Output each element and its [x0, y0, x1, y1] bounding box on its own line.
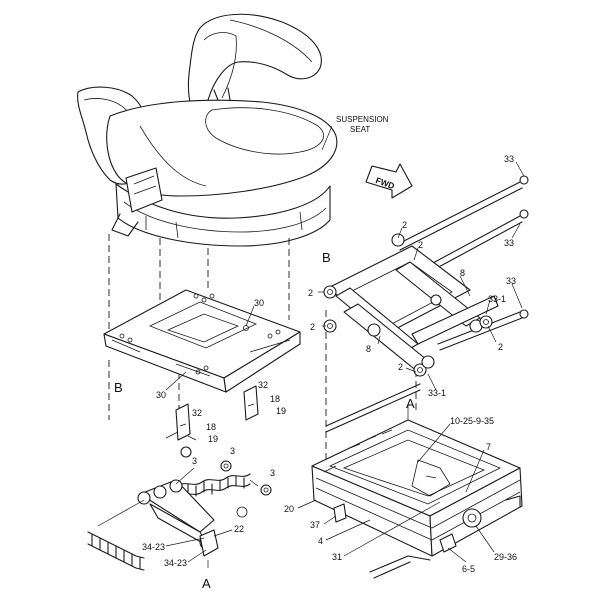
callout-29-36: 29-36	[494, 552, 517, 562]
callout-33-1: 33-1	[428, 388, 446, 398]
caption-seat: SEAT	[350, 125, 370, 134]
spring-link-assembly	[87, 446, 272, 571]
callout-3: 3	[230, 446, 235, 456]
callout-30: 30	[254, 298, 264, 308]
callout-3: 3	[270, 468, 275, 478]
callout-20: 20	[284, 504, 294, 514]
callout-10-25-9-35: 10-25-9-35	[450, 416, 494, 426]
callout-8: 8	[366, 344, 371, 354]
callout-7: 7	[486, 442, 491, 452]
callout-2: 2	[418, 240, 423, 250]
callout-18: 18	[270, 394, 280, 404]
caption-suspension: SUSPENSION	[336, 115, 389, 124]
callout-37: 37	[310, 520, 320, 530]
forward-direction-arrow: FWD	[365, 163, 413, 199]
seat-cushion-assembly	[77, 13, 338, 247]
callout-2: 2	[308, 288, 313, 298]
callout-33: 33	[506, 276, 516, 286]
section-mark-b-right: B	[322, 250, 331, 265]
section-mark-b-left: B	[114, 380, 123, 395]
callout-33-1: 33-1	[488, 294, 506, 304]
callout-32: 32	[258, 380, 268, 390]
callout-6-5: 6-5	[462, 564, 475, 574]
callout-4: 4	[318, 536, 323, 546]
callout-32: 32	[192, 408, 202, 418]
callout-18: 18	[206, 422, 216, 432]
callout-22: 22	[234, 524, 244, 534]
scissor-mechanism	[323, 175, 529, 433]
alignment-lines	[108, 234, 417, 460]
callout-labels: 33 33 33 2 2 2 2 2 2 8 8 33-1 33-1 30 30…	[142, 154, 517, 574]
callout-30: 30	[156, 390, 166, 400]
callout-8: 8	[460, 268, 465, 278]
callout-19: 19	[208, 434, 218, 444]
callout-19: 19	[276, 406, 286, 416]
callout-31: 31	[332, 552, 342, 562]
callout-33: 33	[504, 154, 514, 164]
callout-2: 2	[402, 220, 407, 230]
callout-34-23: 34-23	[142, 542, 165, 552]
callout-2: 2	[398, 362, 403, 372]
seat-mount-plate	[103, 289, 301, 441]
suspension-base	[311, 419, 523, 579]
callout-33: 33	[504, 238, 514, 248]
section-mark-a-top: A	[406, 396, 415, 411]
section-mark-a-bottom: A	[202, 576, 211, 591]
callout-2: 2	[310, 322, 315, 332]
leader-lines	[165, 161, 525, 568]
callout-2: 2	[498, 342, 503, 352]
callout-3: 3	[192, 456, 197, 466]
callout-34-23: 34-23	[164, 558, 187, 568]
